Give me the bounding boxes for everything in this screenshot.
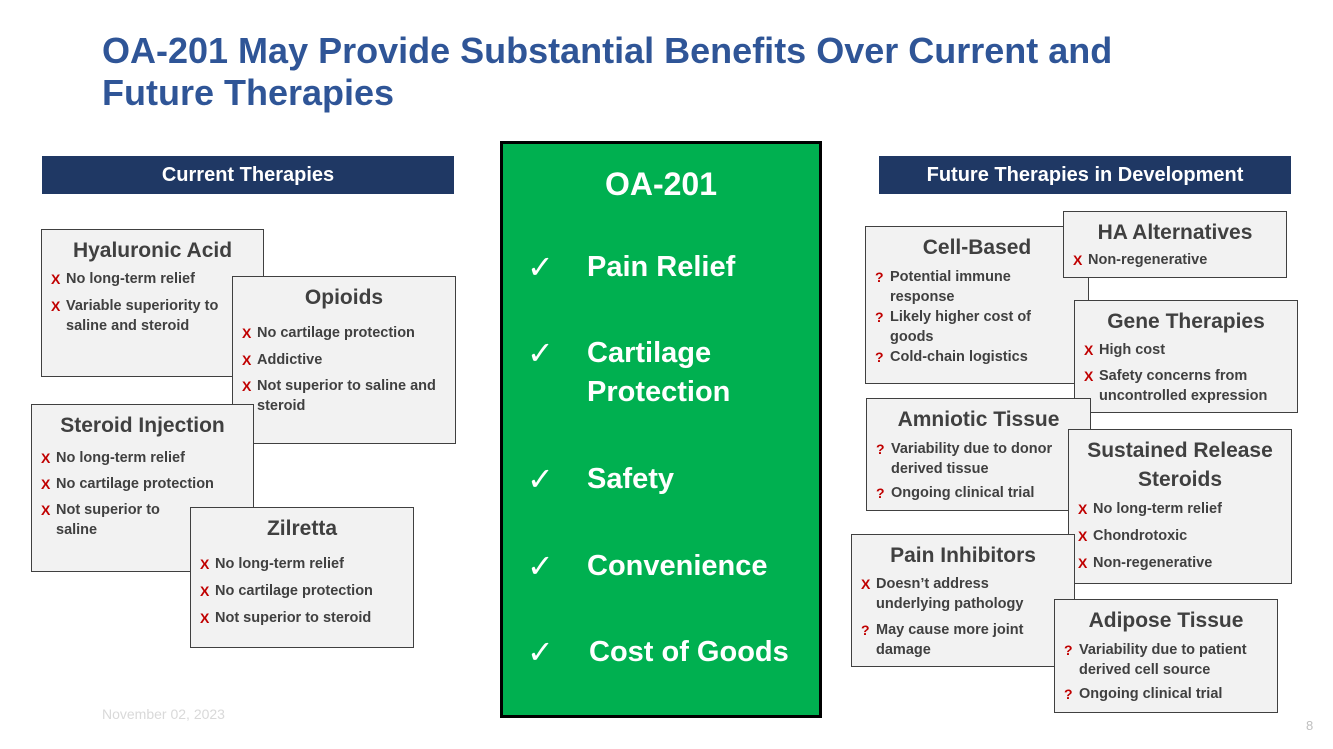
card-title: Amniotic Tissue <box>897 408 1060 431</box>
x-icon: X <box>1073 252 1083 268</box>
card-adipose-tissue: Adipose Tissue ?Variability due to patie… <box>1054 599 1278 713</box>
card-amniotic-tissue: Amniotic Tissue ?Variability due to dono… <box>866 398 1091 511</box>
x-icon: X <box>51 271 61 287</box>
question-icon: ? <box>1064 686 1073 702</box>
list-item: ?Variability due to donor derived tissue <box>876 441 1053 477</box>
x-icon: X <box>1078 555 1088 571</box>
question-icon: ? <box>876 485 885 501</box>
card-title: Hyaluronic Acid <box>72 239 233 262</box>
question-icon: ? <box>861 622 870 638</box>
card-title: Sustained Release Steroids <box>1087 439 1273 491</box>
benefit-label: Cartilage Protection <box>587 337 731 408</box>
benefit-label: Safety <box>587 463 675 495</box>
list-item: ?May cause more joint damage <box>861 622 1024 658</box>
x-icon: X <box>242 378 252 394</box>
check-icon: ✓ <box>527 461 554 497</box>
x-icon: X <box>200 556 210 572</box>
x-icon: X <box>861 576 871 592</box>
question-icon: ? <box>1064 642 1073 658</box>
x-icon: X <box>51 298 61 314</box>
current-therapies-header: Current Therapies <box>42 156 454 194</box>
list-item: ?Cold-chain logistics <box>875 349 1028 365</box>
check-icon: ✓ <box>527 548 554 584</box>
question-icon: ? <box>875 349 884 365</box>
list-item: ?Likely higher cost of goods <box>875 309 1031 345</box>
question-icon: ? <box>876 441 885 457</box>
footer-date: November 02, 2023 <box>102 706 225 722</box>
x-icon: X <box>1078 501 1088 517</box>
benefit-label: Pain Relief <box>587 251 736 283</box>
card-title: Opioids <box>304 286 384 309</box>
x-icon: X <box>41 450 51 466</box>
page-title-line1: OA-201 May Provide Substantial Benefits … <box>102 30 1113 71</box>
card-title: Steroid Injection <box>60 414 225 437</box>
page-title: OA-201 May Provide Substantial Benefits … <box>102 30 1222 114</box>
question-icon: ? <box>875 269 884 285</box>
list-item: ?Potential immune response <box>875 269 1011 305</box>
x-icon: X <box>1084 368 1094 384</box>
card-title: Gene Therapies <box>1107 310 1265 333</box>
card-title: Zilretta <box>266 517 337 540</box>
future-therapies-header: Future Therapies in Development <box>879 156 1291 194</box>
list-item: ?Variability due to patient derived cell… <box>1064 642 1247 678</box>
check-icon: ✓ <box>527 634 554 670</box>
x-icon: X <box>200 583 210 599</box>
card-cell-based: Cell-Based ?Potential immune response ?L… <box>865 226 1089 384</box>
x-icon: X <box>1084 342 1094 358</box>
benefit-label: Cost of Goods <box>589 636 789 668</box>
card-title: Pain Inhibitors <box>890 544 1036 567</box>
x-icon: X <box>41 502 51 518</box>
oa201-title: OA-201 <box>604 166 718 202</box>
x-icon: X <box>200 610 210 626</box>
card-title: Cell-Based <box>922 236 1032 259</box>
page-number: 8 <box>1306 718 1314 733</box>
list-item: ?Ongoing clinical trial <box>1064 686 1223 702</box>
list-item: ?Ongoing clinical trial <box>876 485 1035 501</box>
card-title: Adipose Tissue <box>1088 609 1244 632</box>
benefit-label: Convenience <box>587 550 768 582</box>
x-icon: X <box>41 476 51 492</box>
card-title: HA Alternatives <box>1097 221 1253 244</box>
oa201-benefits-box: OA-201 ✓ Pain Relief ✓ Cartilage Protect… <box>500 141 822 718</box>
x-icon: X <box>1078 528 1088 544</box>
question-icon: ? <box>875 309 884 325</box>
x-icon: X <box>242 325 252 341</box>
check-icon: ✓ <box>527 249 554 285</box>
check-icon: ✓ <box>527 335 554 371</box>
page-title-line2: Future Therapies <box>102 72 395 113</box>
x-icon: X <box>242 352 252 368</box>
